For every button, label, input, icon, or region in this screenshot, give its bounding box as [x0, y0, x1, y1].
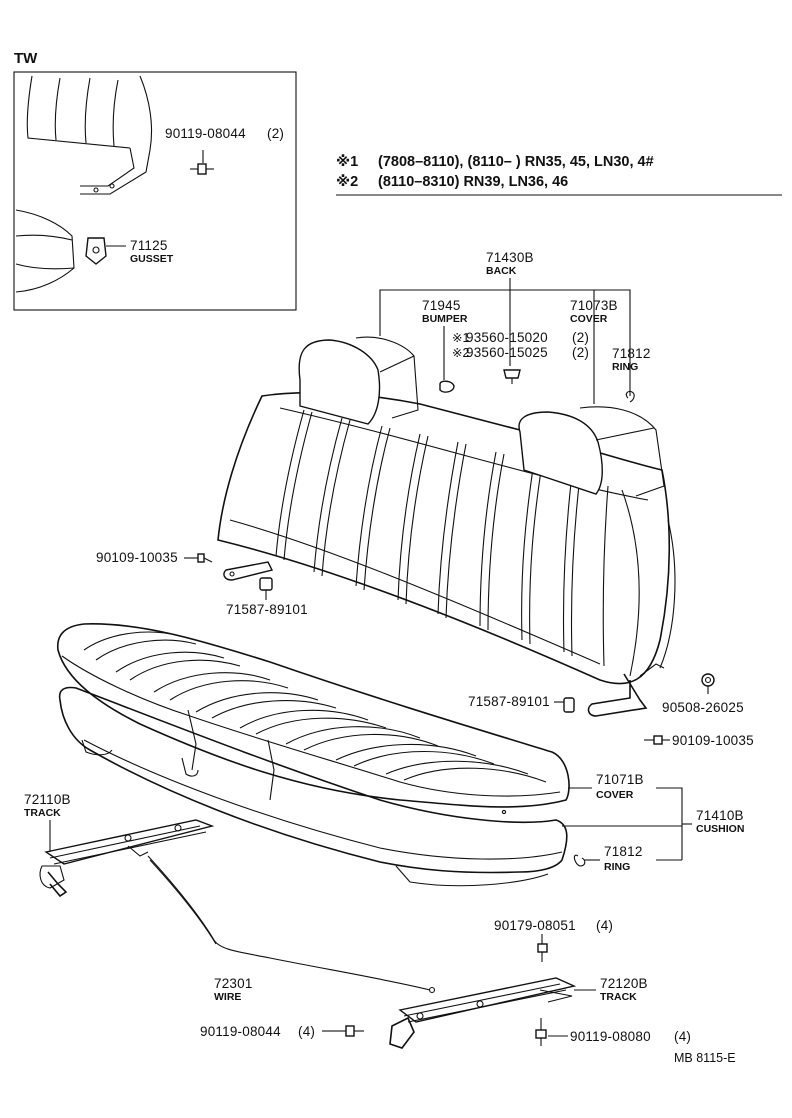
inset-bolt-number: 90119-08044: [165, 126, 246, 141]
track-right-number: 72120B: [600, 976, 648, 991]
clip-icon: [503, 369, 521, 384]
cushion-cover-number: 71071B: [596, 772, 644, 787]
seat-cushion-drawing: [57, 623, 570, 887]
inset-frame: [13, 71, 297, 311]
nut-right-icon: [701, 673, 715, 687]
track-left-drawing: [39, 819, 215, 898]
bolt-track-left-icon: [338, 1025, 364, 1037]
bolt-track-left-qty: (4): [298, 1024, 315, 1039]
track-right-drawing: [389, 977, 577, 1049]
wire-name: WIRE: [214, 991, 241, 1003]
inset-bolt-qty: (2): [267, 126, 284, 141]
note-1-text: (7808–8110), (8110– ) RN35, 45, LN30, 4#: [378, 154, 654, 170]
cushion-name: CUSHION: [696, 823, 744, 835]
bolt-left-icon: [197, 553, 213, 563]
cushion-ring-number: 71812: [604, 844, 643, 859]
cushion-ring-icon: [573, 854, 586, 867]
back-name: BACK: [486, 265, 517, 277]
bolt-mid-qty: (4): [596, 918, 613, 933]
inset-bolt-icon: [190, 150, 214, 175]
cushion-bracket-leader: [562, 787, 692, 861]
back-ring-icon: [625, 390, 635, 403]
clip2-qty: (2): [572, 345, 589, 360]
clip1-number: 93560-15020: [466, 330, 548, 345]
bolt-track-right-icon: [535, 1018, 547, 1046]
pad-left-number: 71587-89101: [226, 602, 308, 617]
bumper-name: BUMPER: [422, 313, 468, 325]
back-cover-number: 71073B: [570, 298, 618, 313]
bolt-mid-number: 90179-08051: [494, 918, 576, 933]
gusset-name: GUSSET: [130, 253, 174, 265]
inset-title: TW: [14, 50, 38, 67]
diagram-code: MB 8115-E: [674, 1051, 736, 1065]
track-left-number: 72110B: [24, 792, 71, 807]
note-2-mark: ※2: [336, 174, 358, 190]
pad-right-number: 71587-89101: [468, 694, 550, 709]
cushion-number: 71410B: [696, 808, 744, 823]
back-ring-number: 71812: [612, 346, 651, 361]
bolt-mid-icon: [537, 943, 548, 962]
bolt-left-number: 90109-10035: [96, 550, 178, 565]
back-number: 71430B: [486, 250, 534, 265]
bumper-number: 71945: [422, 298, 461, 313]
nut-right-number: 90508-26025: [662, 700, 744, 715]
clip2-mark: ※2: [452, 346, 469, 360]
back-ring-name: RING: [612, 361, 638, 373]
track-right-name: TRACK: [600, 991, 637, 1003]
track-left-name: TRACK: [24, 807, 61, 819]
cushion-ring-name: RING: [604, 861, 630, 873]
gusset-icon: [85, 237, 107, 265]
note-1-mark: ※1: [336, 154, 358, 170]
cushion-cover-name: COVER: [596, 789, 634, 801]
clip1-qty: (2): [572, 330, 589, 345]
inset-seatback-sketch: [26, 75, 153, 195]
pad-left-icon: [259, 577, 273, 591]
back-cover-name: COVER: [570, 313, 608, 325]
seat-back-drawing: [217, 336, 676, 717]
pad-right-icon: [563, 697, 575, 713]
inset-cushion-sketch: [15, 209, 75, 293]
bolt-right-number: 90109-10035: [672, 733, 754, 748]
bolt-right-icon: [644, 735, 663, 745]
bolt-track-right-number: 90119-08080: [570, 1029, 651, 1044]
wire-drawing: [147, 855, 436, 994]
clip2-number: 93560-15025: [466, 345, 548, 360]
gusset-number: 71125: [130, 238, 168, 253]
wire-number: 72301: [214, 976, 253, 991]
bolt-track-right-qty: (4): [674, 1029, 691, 1044]
back-bracket-leader: [379, 278, 631, 404]
bolt-track-left-number: 90119-08044: [200, 1024, 281, 1039]
bumper-icon: [439, 380, 455, 393]
clip1-mark: ※1: [452, 331, 469, 345]
note-2-text: (8110–8310) RN39, LN36, 46: [378, 174, 568, 190]
